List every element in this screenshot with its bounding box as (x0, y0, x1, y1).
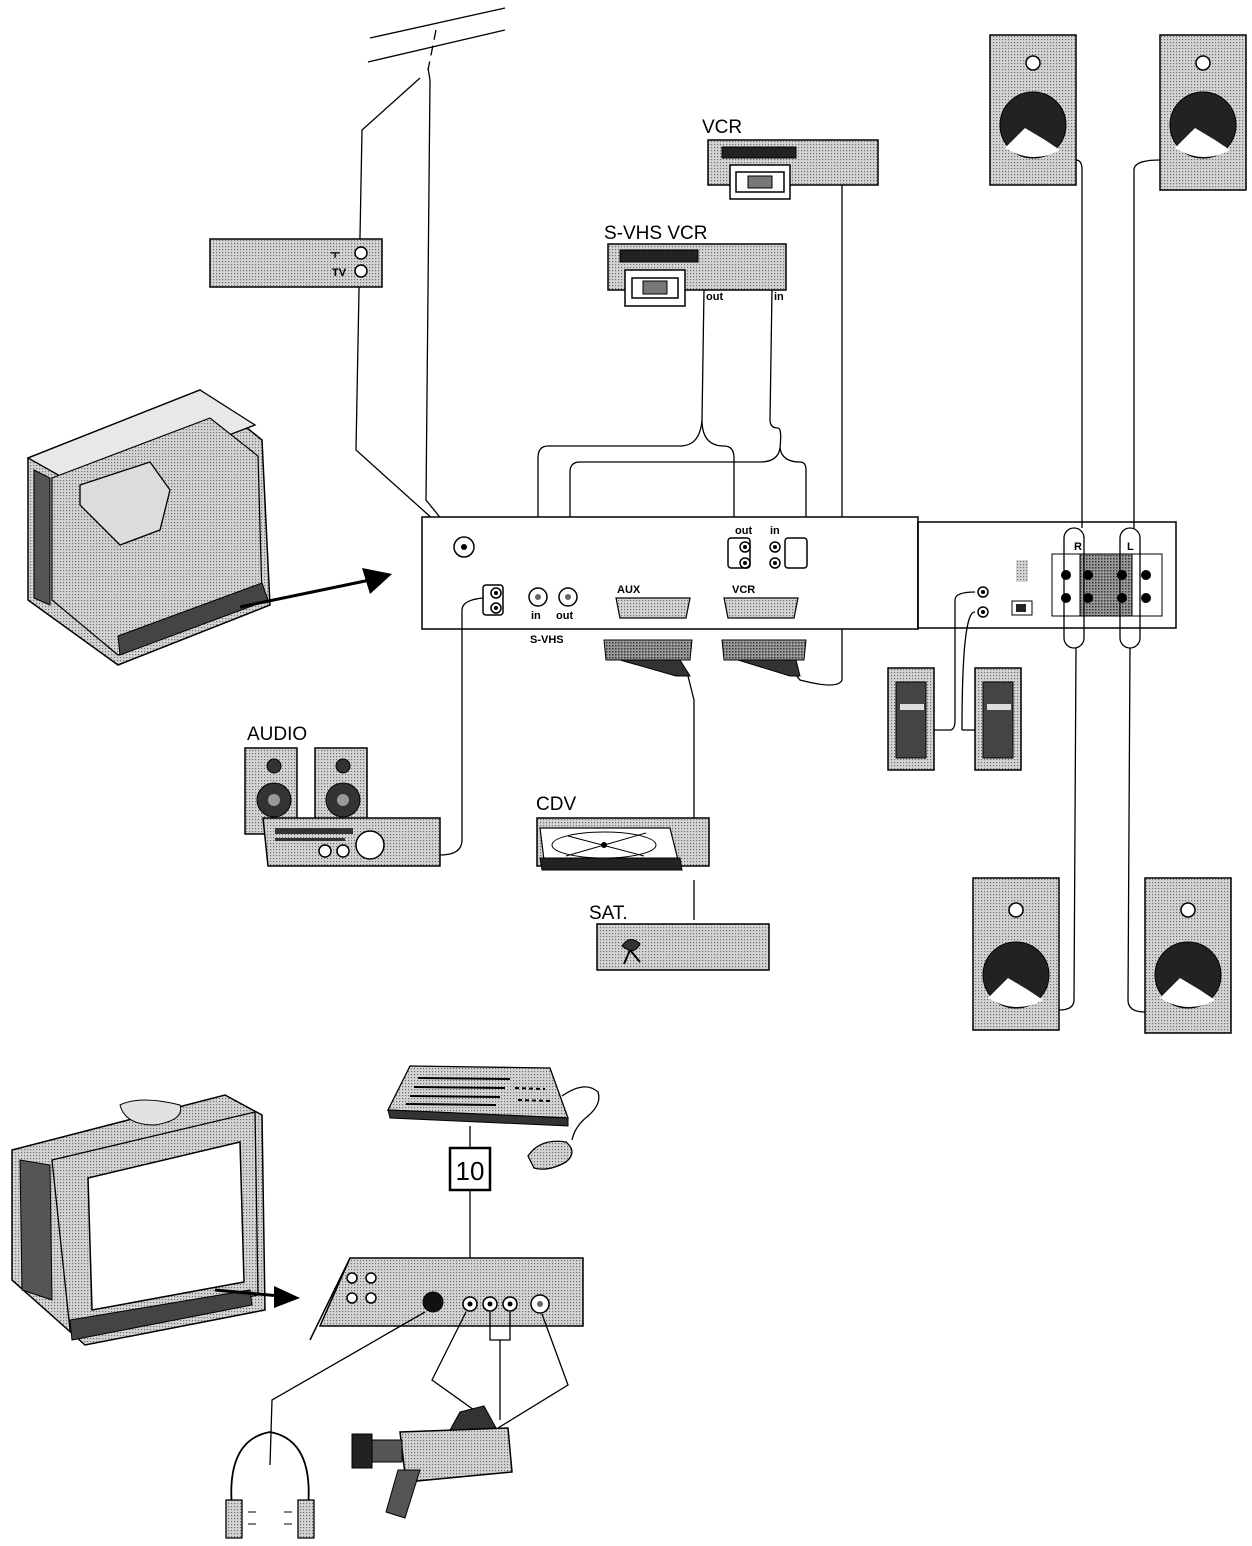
keyboard-icon (386, 1065, 569, 1127)
audio-system: AUDIO (244, 724, 441, 867)
svhs-vcr-out-label: out (706, 291, 723, 303)
svhs-vcr-in-label: in (774, 291, 784, 303)
front-panel (309, 1257, 584, 1341)
amplifier-panel: R L (917, 521, 1177, 649)
vcr-label: VCR (702, 117, 742, 138)
svhs-cables (537, 289, 807, 588)
main-receiver-panel: in out S-VHS AUX VCR out in (421, 516, 919, 646)
antenna-cable (355, 67, 465, 548)
left-channel-label: L (1127, 541, 1134, 553)
svhs-label: S-VHS (530, 634, 564, 646)
svhs-in-label: in (531, 610, 541, 622)
cdv-label: CDV (536, 794, 576, 815)
step-badge: 10 (448, 1126, 492, 1302)
tv-icon (26, 389, 271, 666)
tuner-top-label: ㅜ (330, 249, 340, 261)
audio-cable (439, 597, 484, 856)
arrow-icon (239, 568, 392, 609)
svhs-vcr-device: S-VHS VCR out in (604, 223, 787, 307)
mouse-icon (527, 1086, 600, 1170)
speaker-icon (972, 34, 1247, 1034)
aux-label: AUX (617, 584, 641, 596)
vcr-device: VCR (702, 117, 879, 200)
camcorder-icon (351, 1405, 513, 1519)
svhs-out-label: out (556, 610, 573, 622)
right-channel-label: R (1074, 541, 1082, 553)
vcr-scart-label: VCR (732, 584, 755, 596)
panel-out-label: out (735, 525, 752, 537)
scart-plugs (603, 639, 807, 820)
headphones-icon (225, 1431, 315, 1539)
tv-bottom-icon (11, 1094, 266, 1346)
center-speakers (887, 591, 1022, 771)
sat-label: SAT. (589, 903, 628, 924)
step-number: 10 (456, 1156, 485, 1186)
satellite-receiver: SAT. (589, 880, 770, 971)
panel-in-label: in (770, 525, 780, 537)
audio-label: AUDIO (247, 724, 307, 745)
cdv-player: CDV (536, 794, 710, 871)
speaker-cables (1058, 159, 1161, 1013)
front-cables (269, 1311, 569, 1466)
tuner-box: ㅜ TV (209, 238, 383, 288)
satellite-dish-icon (621, 939, 641, 965)
arrow-bottom-icon (214, 1286, 300, 1308)
antenna-icon (367, 7, 506, 71)
svhs-vcr-label: S-VHS VCR (604, 223, 707, 244)
tuner-tv-label: TV (332, 267, 347, 279)
